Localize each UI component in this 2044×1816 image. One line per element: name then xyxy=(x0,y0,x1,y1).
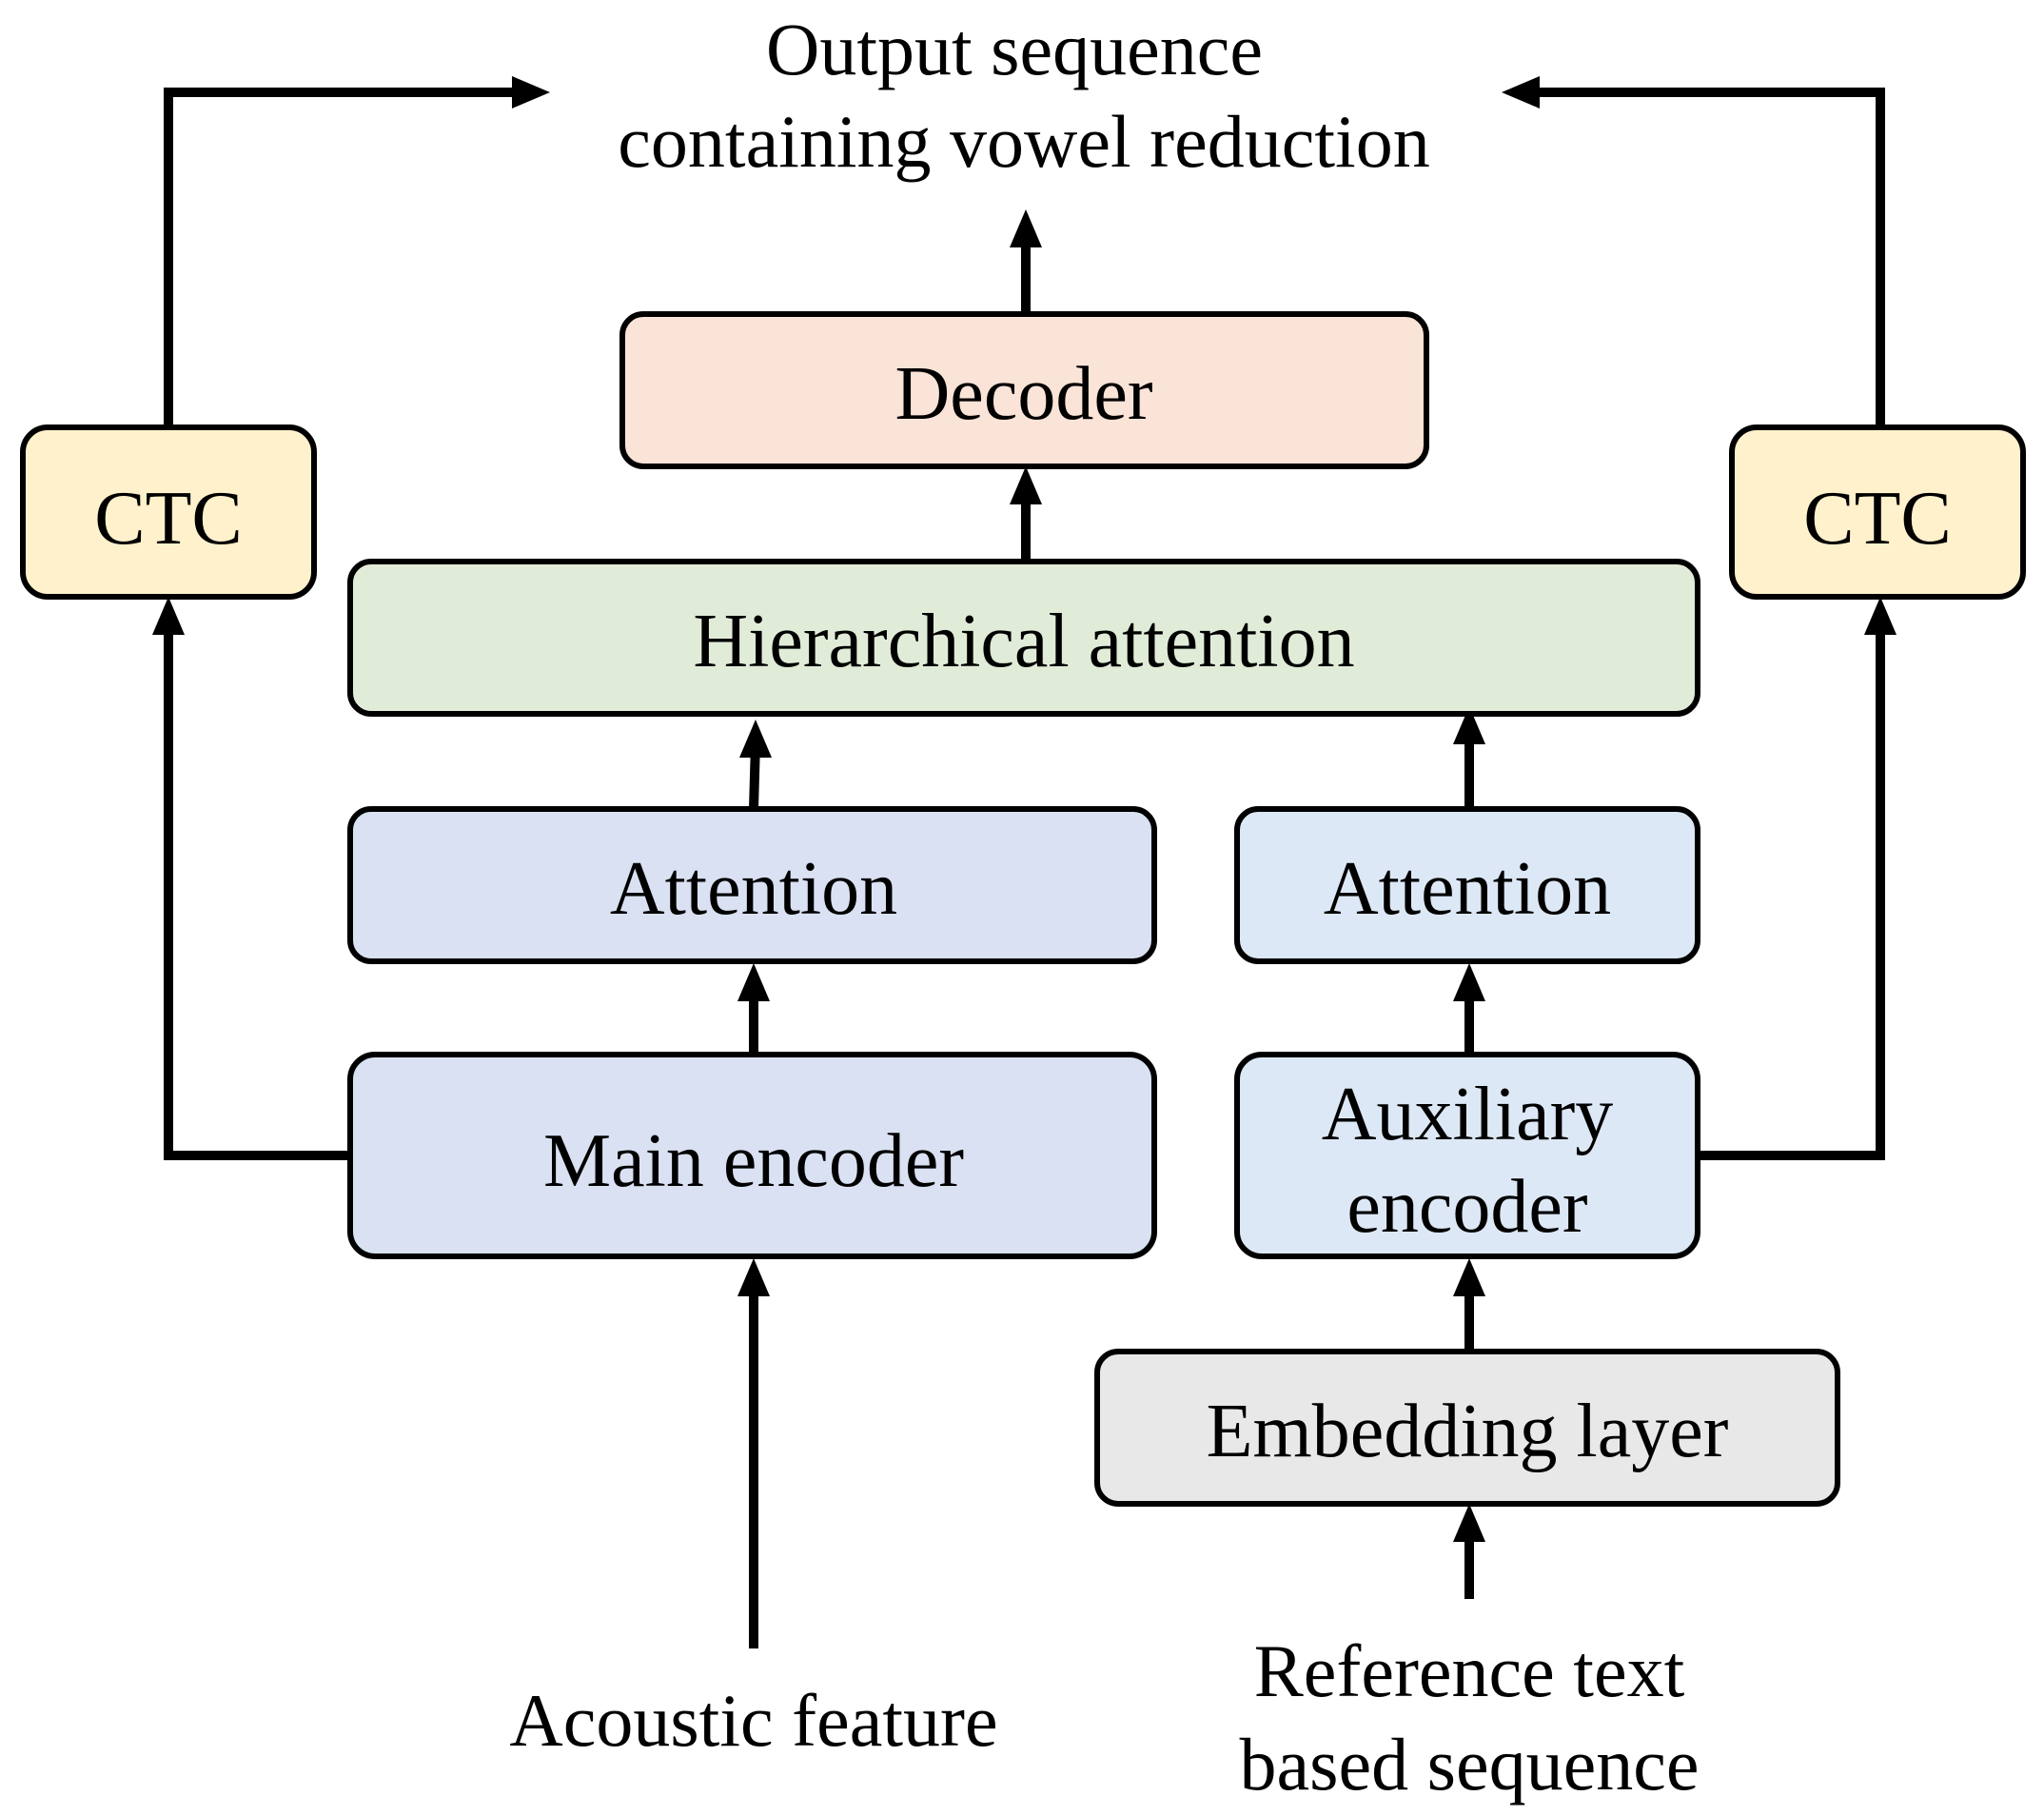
hierarchical-attention-box xyxy=(347,559,1700,717)
arrowhead-decoder xyxy=(1010,466,1042,504)
decoder-box xyxy=(619,311,1429,469)
aux-encoder-box xyxy=(1234,1052,1700,1259)
arrowhead-hier-left xyxy=(739,720,772,758)
ctc-right-label: CTC xyxy=(1803,477,1952,561)
arrowhead-ctc-left xyxy=(152,597,185,635)
output-title-line1: Output sequence xyxy=(766,8,1263,90)
arrowhead-ctc-right xyxy=(1864,597,1897,635)
arrowhead-attention-main xyxy=(737,963,770,1001)
reference-text-line2: based sequence xyxy=(1240,1723,1700,1806)
ctc-right-to-output-connector xyxy=(1540,88,1885,427)
main-encoder-box xyxy=(347,1052,1157,1259)
arrowhead-embedding xyxy=(1453,1504,1485,1542)
ctc-left-to-output-connector xyxy=(164,88,521,427)
arrowhead-hier-right xyxy=(1453,706,1485,744)
attention-aux-box xyxy=(1234,806,1700,964)
acoustic-feature-label: Acoustic feature xyxy=(509,1679,997,1762)
reference-text-line1: Reference text xyxy=(1254,1629,1685,1712)
arrowhead-right-output xyxy=(1502,76,1540,109)
ctc-left-box xyxy=(20,424,317,600)
arrowhead-attention-aux xyxy=(1453,963,1485,1001)
output-title-line2: containing vowel reduction xyxy=(618,100,1429,183)
arrowhead-aux-encoder xyxy=(1453,1258,1485,1296)
hierarchical-attention-label: Hierarchical attention xyxy=(693,600,1354,683)
arrowhead-left-output xyxy=(512,76,550,109)
ctc-left-label: CTC xyxy=(94,477,243,561)
embedding-layer-box xyxy=(1094,1349,1840,1507)
aux-encoder-to-ctc-right-connector xyxy=(1698,621,1885,1160)
ctc-right-box xyxy=(1729,424,2026,600)
aux-encoder-label-line1: Auxiliary xyxy=(1322,1073,1614,1156)
arrowhead-output xyxy=(1010,209,1042,247)
attention-main-box xyxy=(347,806,1157,964)
decoder-label: Decoder xyxy=(895,352,1153,436)
aux-encoder-label-line2: encoder xyxy=(1346,1165,1587,1249)
attention-aux-label: Attention xyxy=(1324,847,1611,931)
embedding-layer-label: Embedding layer xyxy=(1207,1390,1729,1473)
arrowhead-main-encoder xyxy=(737,1258,770,1296)
attention-main-label: Attention xyxy=(610,847,897,931)
main-encoder-to-ctc-left-connector xyxy=(164,621,350,1160)
main-encoder-label: Main encoder xyxy=(543,1119,964,1203)
